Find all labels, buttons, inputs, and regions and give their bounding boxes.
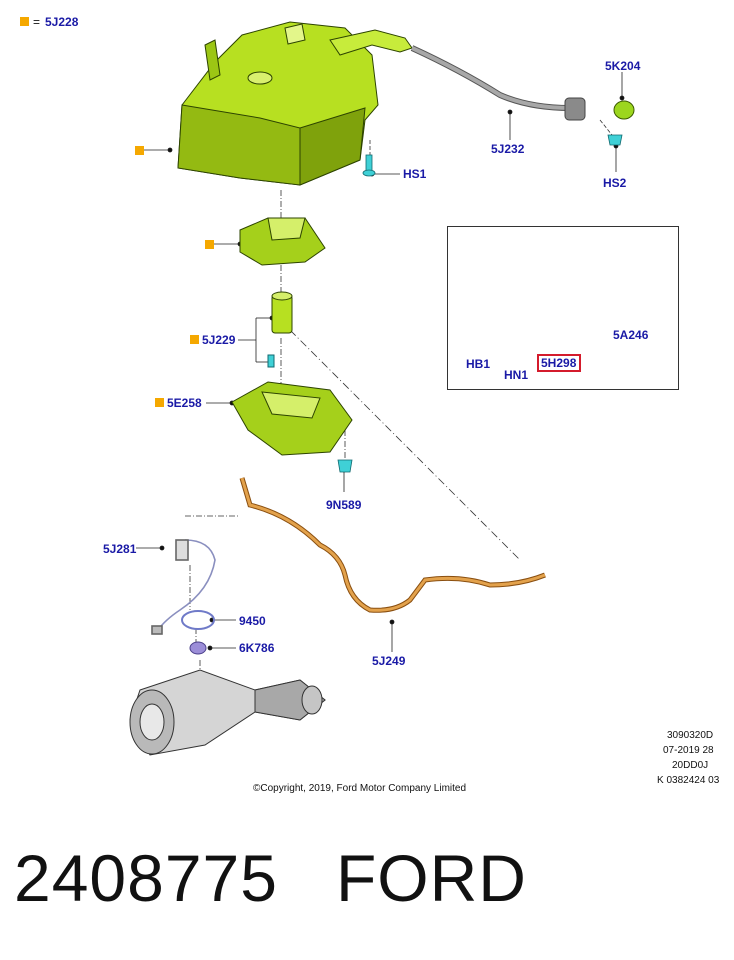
callout-HN1[interactable]: HN1 bbox=[504, 368, 529, 382]
callout-9N589[interactable]: 9N589 bbox=[326, 498, 362, 512]
drawing-ref: K 0382424 03 bbox=[657, 775, 720, 786]
copyright: ©Copyright, 2019, Ford Motor Company Lim… bbox=[253, 783, 467, 794]
exploded-parts-diagram bbox=[129, 21, 664, 756]
callout-5J229[interactable]: 5J229 bbox=[202, 333, 236, 347]
gasket bbox=[181, 610, 215, 630]
legend-marker bbox=[20, 17, 29, 26]
drawing-variant: 20DD0J bbox=[672, 760, 709, 771]
part-number-title: 2408775 FORD bbox=[14, 841, 527, 915]
nox-sensor bbox=[151, 539, 216, 635]
drawing-code: 3090320D bbox=[667, 730, 714, 741]
callout-6K786[interactable]: 6K786 bbox=[239, 641, 275, 655]
legend-equals: = bbox=[33, 15, 41, 29]
marker-square bbox=[155, 398, 164, 407]
callout-HS2[interactable]: HS2 bbox=[603, 176, 627, 190]
callout-5A246[interactable]: 5A246 bbox=[613, 328, 649, 342]
legend-part[interactable]: 5J228 bbox=[45, 15, 79, 29]
def-hose bbox=[410, 45, 635, 121]
callout-HB1[interactable]: HB1 bbox=[466, 357, 491, 371]
tank-base bbox=[231, 381, 353, 456]
callout-5J281[interactable]: 5J281 bbox=[103, 542, 137, 556]
callout-5H298[interactable]: 5H298 bbox=[541, 356, 577, 370]
callout-HS1[interactable]: HS1 bbox=[403, 167, 427, 181]
inset-frame bbox=[447, 226, 679, 390]
tank-cover bbox=[239, 217, 326, 266]
marker-square bbox=[135, 146, 144, 155]
callout-5J232[interactable]: 5J232 bbox=[491, 142, 525, 156]
wiring-harness bbox=[239, 477, 546, 613]
def-tank bbox=[177, 21, 413, 186]
callout-9450[interactable]: 9450 bbox=[239, 614, 266, 628]
catalytic-converter bbox=[129, 669, 326, 756]
marker-square bbox=[190, 335, 199, 344]
highlight-box bbox=[537, 354, 581, 372]
callout-5E258[interactable]: 5E258 bbox=[167, 396, 202, 410]
callout-5J249[interactable]: 5J249 bbox=[372, 654, 406, 668]
pump-module bbox=[267, 291, 293, 368]
drawing-date: 07-2019 28 bbox=[663, 745, 714, 756]
marker-square bbox=[205, 240, 214, 249]
callout-5K204[interactable]: 5K204 bbox=[605, 59, 641, 73]
